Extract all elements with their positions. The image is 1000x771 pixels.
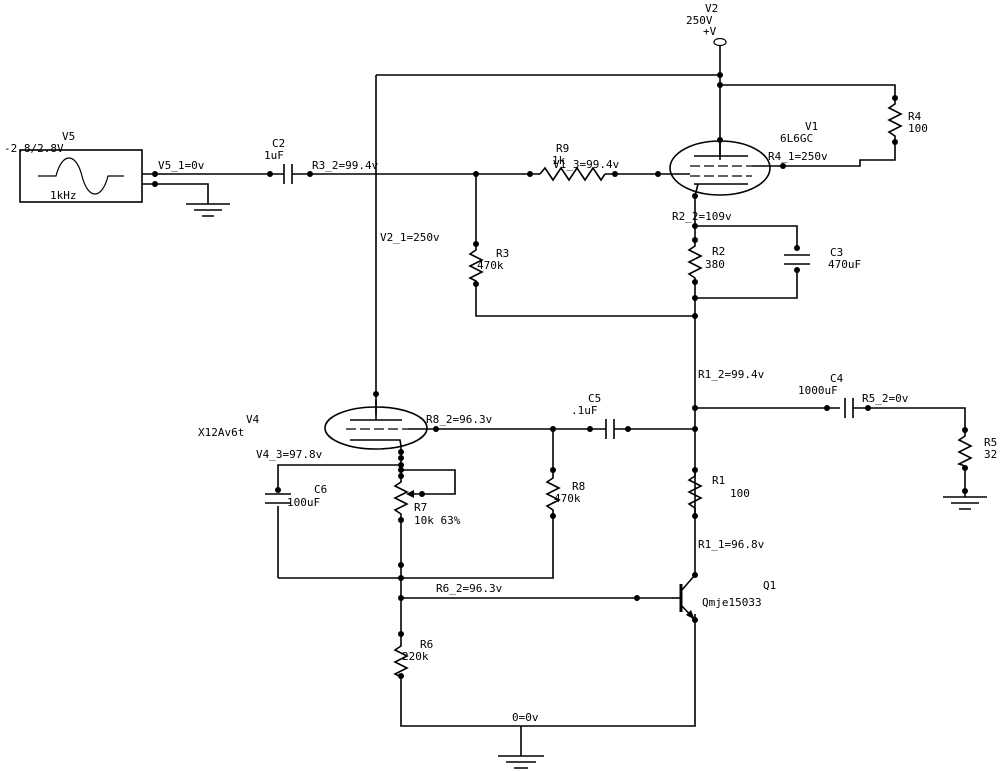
ground-symbol-r5 xyxy=(943,496,987,510)
svg-text:X12Av6t: X12Av6t xyxy=(198,426,244,439)
svg-text:V5: V5 xyxy=(62,130,75,143)
node-label-r8-2: R8_2=96.3v xyxy=(426,413,493,426)
node-label-v2-1: V2_1=250v xyxy=(380,231,440,244)
svg-text:R6: R6 xyxy=(420,638,433,651)
svg-text:100: 100 xyxy=(908,122,928,135)
svg-text:6L6GC: 6L6GC xyxy=(780,132,813,145)
resistor-r1: R1 100 xyxy=(687,470,750,516)
svg-text:1000uF: 1000uF xyxy=(798,384,838,397)
svg-text:V1: V1 xyxy=(805,120,818,133)
svg-text:100: 100 xyxy=(730,487,750,500)
resistor-r5: R5 32 xyxy=(956,430,997,468)
node-label-v4-3: V4_3=97.8v xyxy=(256,448,323,461)
svg-text:R9: R9 xyxy=(556,142,569,155)
node-label-r3-2: R3_2=99.4v xyxy=(312,159,379,172)
svg-text:1kHz: 1kHz xyxy=(50,189,77,202)
svg-text:C4: C4 xyxy=(830,372,844,385)
svg-text:470k: 470k xyxy=(477,259,504,272)
node-labels: V5_1=0v R3_2=99.4v V1_3=99.4v R4_1=250v … xyxy=(158,150,909,724)
svg-text:1k: 1k xyxy=(552,154,566,167)
node-label-r6-2: R6_2=96.3v xyxy=(436,582,503,595)
svg-text:V2: V2 xyxy=(705,2,718,15)
svg-text:R1: R1 xyxy=(712,474,725,487)
svg-text:C6: C6 xyxy=(314,483,327,496)
resistor-r2: R2 380 xyxy=(687,240,725,282)
v2-supply: V2 250V +V xyxy=(686,2,727,47)
capacitor-c2: C2 1uF xyxy=(264,137,300,184)
node-label-v5-1: V5_1=0v xyxy=(158,159,205,172)
node-label-r2-2: R2_2=109v xyxy=(672,210,732,223)
node-label-r5-2: R5_2=0v xyxy=(862,392,909,405)
svg-text:220k: 220k xyxy=(402,650,429,663)
ground-symbol-v5 xyxy=(186,203,230,217)
node-label-r1-2: R1_2=99.4v xyxy=(698,368,765,381)
resistor-r6: R6 220k xyxy=(393,638,433,680)
ground-symbol-main xyxy=(498,755,544,769)
resistor-r3: R3 470k xyxy=(468,244,509,284)
resistor-r9: R9 1k xyxy=(539,142,606,182)
svg-text:R3: R3 xyxy=(496,247,509,260)
transistor-q1: Q1 Qmje15033 xyxy=(672,574,776,621)
vacuum-tube-v1: V1 6L6GC xyxy=(669,120,818,197)
svg-text:R2: R2 xyxy=(712,245,725,258)
svg-text:-2.8/2.8V: -2.8/2.8V xyxy=(4,142,64,155)
svg-text:100uF: 100uF xyxy=(287,496,320,509)
svg-text:V4: V4 xyxy=(246,413,260,426)
svg-text:C3: C3 xyxy=(830,246,843,259)
v5-source: V5 -2.8/2.8V 1kHz xyxy=(4,130,143,203)
svg-text:32: 32 xyxy=(984,448,997,461)
svg-text:.1uF: .1uF xyxy=(571,404,598,417)
potentiometer-r7: R7 10k 63% xyxy=(393,476,461,527)
resistor-r4: R4 100 xyxy=(887,98,928,142)
vacuum-tube-v4: V4 X12Av6t xyxy=(198,400,428,450)
svg-text:380: 380 xyxy=(705,258,725,271)
svg-text:250V: 250V xyxy=(686,14,713,27)
svg-text:C2: C2 xyxy=(272,137,285,150)
svg-text:R5: R5 xyxy=(984,436,997,449)
capacitor-c6: C6 100uF xyxy=(265,483,327,509)
svg-text:470k: 470k xyxy=(554,492,581,505)
svg-text:470uF: 470uF xyxy=(828,258,861,271)
svg-text:Qmje15033: Qmje15033 xyxy=(702,596,762,609)
svg-text:C5: C5 xyxy=(588,392,601,405)
node-label-r1-1: R1_1=96.8v xyxy=(698,538,765,551)
svg-text:10k 63%: 10k 63% xyxy=(414,514,461,527)
svg-text:Q1: Q1 xyxy=(763,579,776,592)
svg-text:1uF: 1uF xyxy=(264,149,284,162)
node-label-v1-3: V1_3=99.4v xyxy=(553,158,620,171)
node-label-r4-1: R4_1=250v xyxy=(768,150,828,163)
resistor-r8: R8 470k xyxy=(545,470,585,516)
svg-text:+V: +V xyxy=(703,25,717,38)
svg-text:R7: R7 xyxy=(414,501,427,514)
svg-text:R4: R4 xyxy=(908,110,922,123)
capacitor-c5: C5 .1uF xyxy=(571,392,624,439)
node-label-ground: 0=0v xyxy=(512,711,539,724)
capacitor-c3: C3 470uF xyxy=(784,246,861,271)
svg-text:R8: R8 xyxy=(572,480,585,493)
capacitor-c4: C4 1000uF xyxy=(798,372,860,418)
